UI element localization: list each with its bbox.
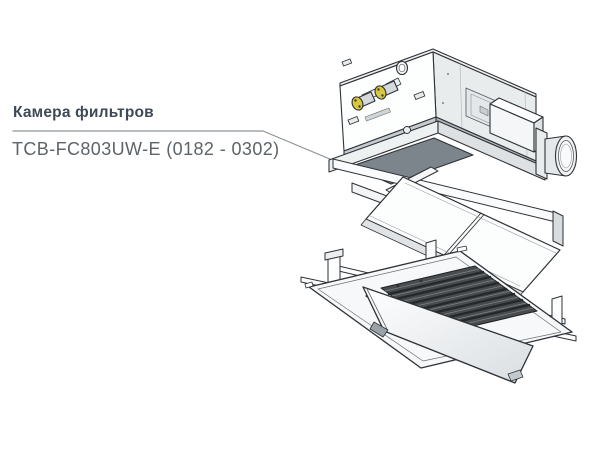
ceiling-panel [300,239,577,384]
front-slot [364,107,391,122]
leader-line [12,130,338,163]
model-number-label: TCB-FC803UW-E (0182 - 0302) [12,139,280,159]
hanger-brackets [341,58,426,125]
flap-hinge-arm [369,321,389,338]
chamber-end-post [552,210,564,247]
panel-inner-line [317,256,562,362]
refrigerant-pipe-connectors [351,77,402,111]
panel-corner-tab [456,245,468,253]
filter-chamber-label: Камера фильтров [13,104,154,121]
open-grille-flap [362,286,534,384]
drain-connector [395,60,409,76]
flap-hinge-arm [507,369,524,382]
panel-corner-tab [304,281,314,289]
indoor-unit-body [328,48,578,185]
rim-knockout [403,126,411,134]
bottom-rim-right [437,120,546,181]
round-duct-flange [535,127,578,180]
